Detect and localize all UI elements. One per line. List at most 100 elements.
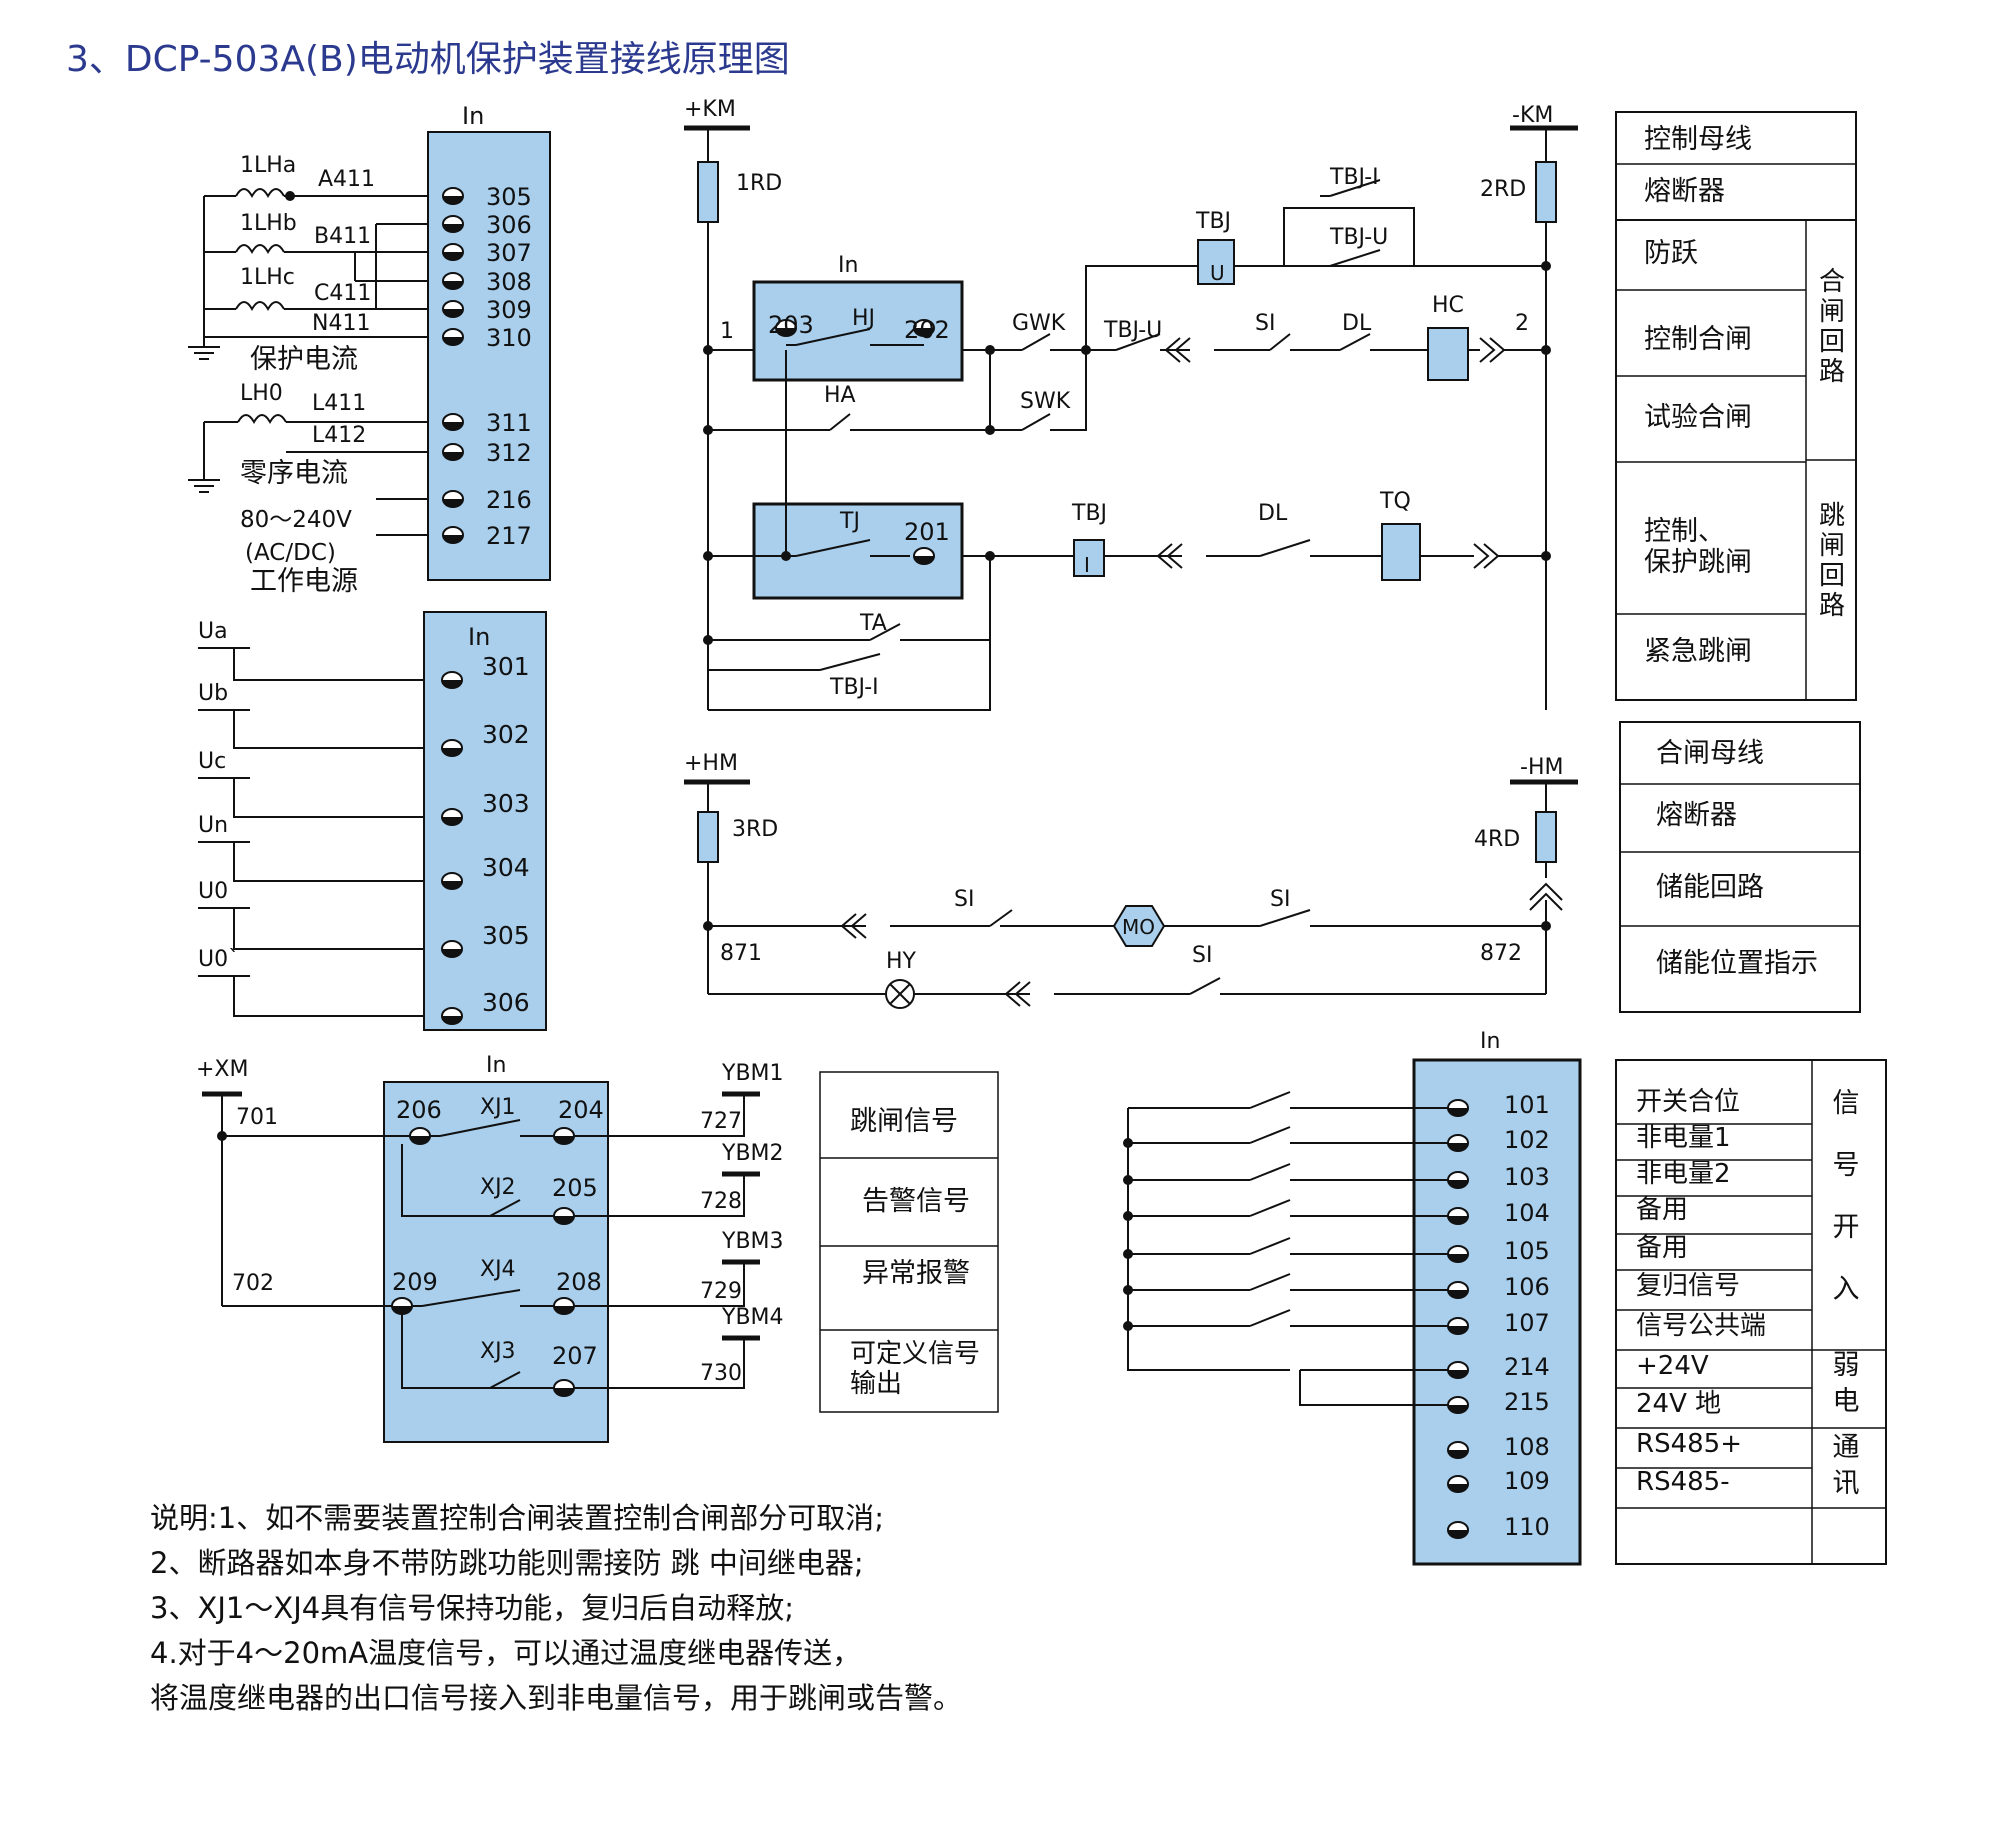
node-label: 871 xyxy=(720,941,762,966)
ct-coil xyxy=(235,188,285,199)
signal-row: 非电量2 xyxy=(1636,1159,1731,1189)
terminal-number: 102 xyxy=(1504,1126,1550,1154)
wire xyxy=(489,1371,521,1389)
wire xyxy=(1249,1091,1291,1109)
note-1: 说明:1、如不需要装置控制合闸装置控制合闸部分可取消; xyxy=(150,1501,884,1535)
terminal-fill xyxy=(1448,1143,1468,1151)
legend-row: 熔断器 xyxy=(1644,176,1725,207)
wire xyxy=(795,328,871,346)
terminal-fill xyxy=(442,881,462,889)
terminal-fill xyxy=(443,337,463,345)
wire xyxy=(401,1314,554,1389)
wire xyxy=(889,983,911,1005)
signal-group: 通 xyxy=(1833,1432,1860,1463)
tbju-label: TBJ-U xyxy=(1103,318,1162,343)
fuse xyxy=(697,811,719,863)
terminal-number: 312 xyxy=(486,439,532,467)
output-label: 告警信号 xyxy=(862,1186,970,1217)
wire xyxy=(829,413,851,431)
wire-label: 730 xyxy=(700,1361,742,1386)
wire xyxy=(1189,977,1221,995)
tq-label: TQ xyxy=(1379,489,1411,514)
wire xyxy=(1483,543,1500,569)
terminal-number: 106 xyxy=(1504,1273,1550,1301)
terminal-fill xyxy=(1448,1326,1468,1334)
terminal-fill xyxy=(776,328,796,336)
note-2: 2、断路器如本身不带防跳功能则需接防 跳 中间继电器; xyxy=(150,1546,864,1580)
control-legend-table xyxy=(1615,111,1857,701)
di-terminal-block xyxy=(1412,1058,1582,1566)
fuse xyxy=(1535,811,1557,863)
ct-coil xyxy=(235,301,285,312)
wire xyxy=(233,648,424,681)
wire xyxy=(574,1094,745,1137)
signal-group: 电 xyxy=(1833,1386,1860,1417)
terminal-fill xyxy=(1448,1530,1468,1538)
in-label: In xyxy=(462,102,484,130)
wire xyxy=(1329,249,1381,267)
wire xyxy=(1299,1370,1448,1406)
terminal-fill xyxy=(914,556,934,564)
terminal-number: 204 xyxy=(558,1096,604,1124)
wire xyxy=(574,1262,745,1307)
wire xyxy=(1329,179,1381,197)
terminal-fill xyxy=(554,1388,574,1396)
signal-group: 弱 xyxy=(1833,1350,1860,1381)
wire xyxy=(1259,909,1311,927)
legend-group: 回 xyxy=(1819,327,1845,357)
in-label: In xyxy=(838,253,858,278)
terminal-fill xyxy=(554,1306,574,1314)
signal-row: 24V 地 xyxy=(1636,1389,1721,1419)
tbj-i-label: TBJ-I xyxy=(829,675,879,700)
label-acdc: (AC/DC) xyxy=(245,540,336,566)
signal-row: 非电量1 xyxy=(1636,1123,1731,1153)
mo-label: MO xyxy=(1122,915,1155,939)
voltage-input-label: Un xyxy=(198,813,228,838)
node-label: 2 xyxy=(1515,311,1529,336)
wire xyxy=(795,539,871,557)
terminal-number: 208 xyxy=(556,1268,602,1296)
tbj-i-label: I xyxy=(1084,553,1090,577)
legend-group: 闸 xyxy=(1819,297,1845,327)
wire xyxy=(439,1119,521,1137)
output-label: 可定义信号 xyxy=(850,1339,980,1369)
legend-group: 回 xyxy=(1819,561,1845,591)
tbj-u-label: TBJ-U xyxy=(1329,225,1388,250)
voltage-input-label: Ua xyxy=(198,619,228,644)
label-voltage: 80～240V xyxy=(240,507,352,533)
wire-label: A411 xyxy=(318,167,375,192)
relay-label: TJ xyxy=(839,509,860,534)
wire xyxy=(1339,333,1371,351)
wire xyxy=(1249,1273,1291,1291)
ybm-label: YBM4 xyxy=(721,1305,784,1330)
in-label: In xyxy=(1480,1029,1500,1054)
wire-label: L412 xyxy=(312,423,366,448)
terminal-number: 302 xyxy=(482,720,530,749)
terminal-fill xyxy=(1448,1484,1468,1492)
note-4: 4.对于4～20mA温度信号，可以通过温度继电器传送， xyxy=(150,1636,862,1670)
label-power: 工作电源 xyxy=(250,566,358,597)
output-label: 输出 xyxy=(850,1369,902,1399)
legend-group: 跳 xyxy=(1819,501,1845,531)
wire xyxy=(850,913,867,939)
wire-label: 728 xyxy=(700,1189,742,1214)
junction-dot xyxy=(1541,261,1551,271)
legend-group: 路 xyxy=(1819,357,1845,387)
terminal-number: 310 xyxy=(486,324,532,352)
tq-coil xyxy=(1381,523,1421,581)
tbj-i-box xyxy=(1073,539,1105,577)
terminal-fill xyxy=(554,1136,574,1144)
ybm-label: YBM2 xyxy=(721,1141,784,1166)
signal-legend-table xyxy=(1615,1059,1887,1565)
junction-dot xyxy=(1541,551,1551,561)
ta-label: TA xyxy=(859,611,887,636)
ct-label: 1LHa xyxy=(240,153,296,178)
wire xyxy=(574,1174,745,1217)
terminal-number: 104 xyxy=(1504,1199,1550,1227)
label-zero-current: 零序电流 xyxy=(240,458,348,489)
junction-dot xyxy=(1541,345,1551,355)
terminal-fill xyxy=(442,680,462,688)
terminal-number: 101 xyxy=(1504,1091,1550,1119)
wire xyxy=(1529,882,1563,901)
terminal-fill xyxy=(1448,1216,1468,1224)
